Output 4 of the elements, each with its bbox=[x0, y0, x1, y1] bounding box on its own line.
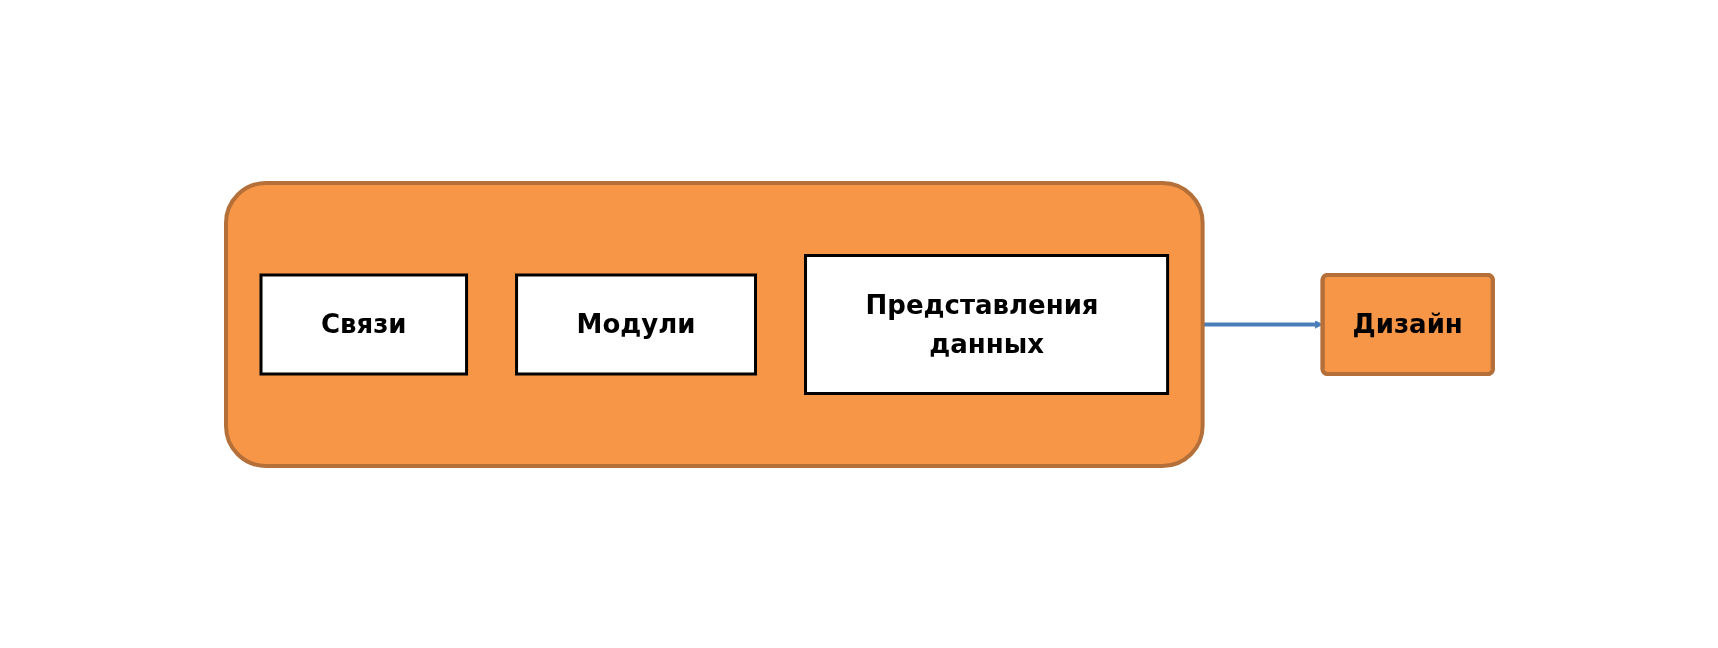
node-box: Представления данных bbox=[803, 253, 1169, 395]
cluster bbox=[223, 180, 1205, 468]
node-box: Модули bbox=[514, 273, 757, 375]
node-box: Связи bbox=[259, 273, 468, 375]
